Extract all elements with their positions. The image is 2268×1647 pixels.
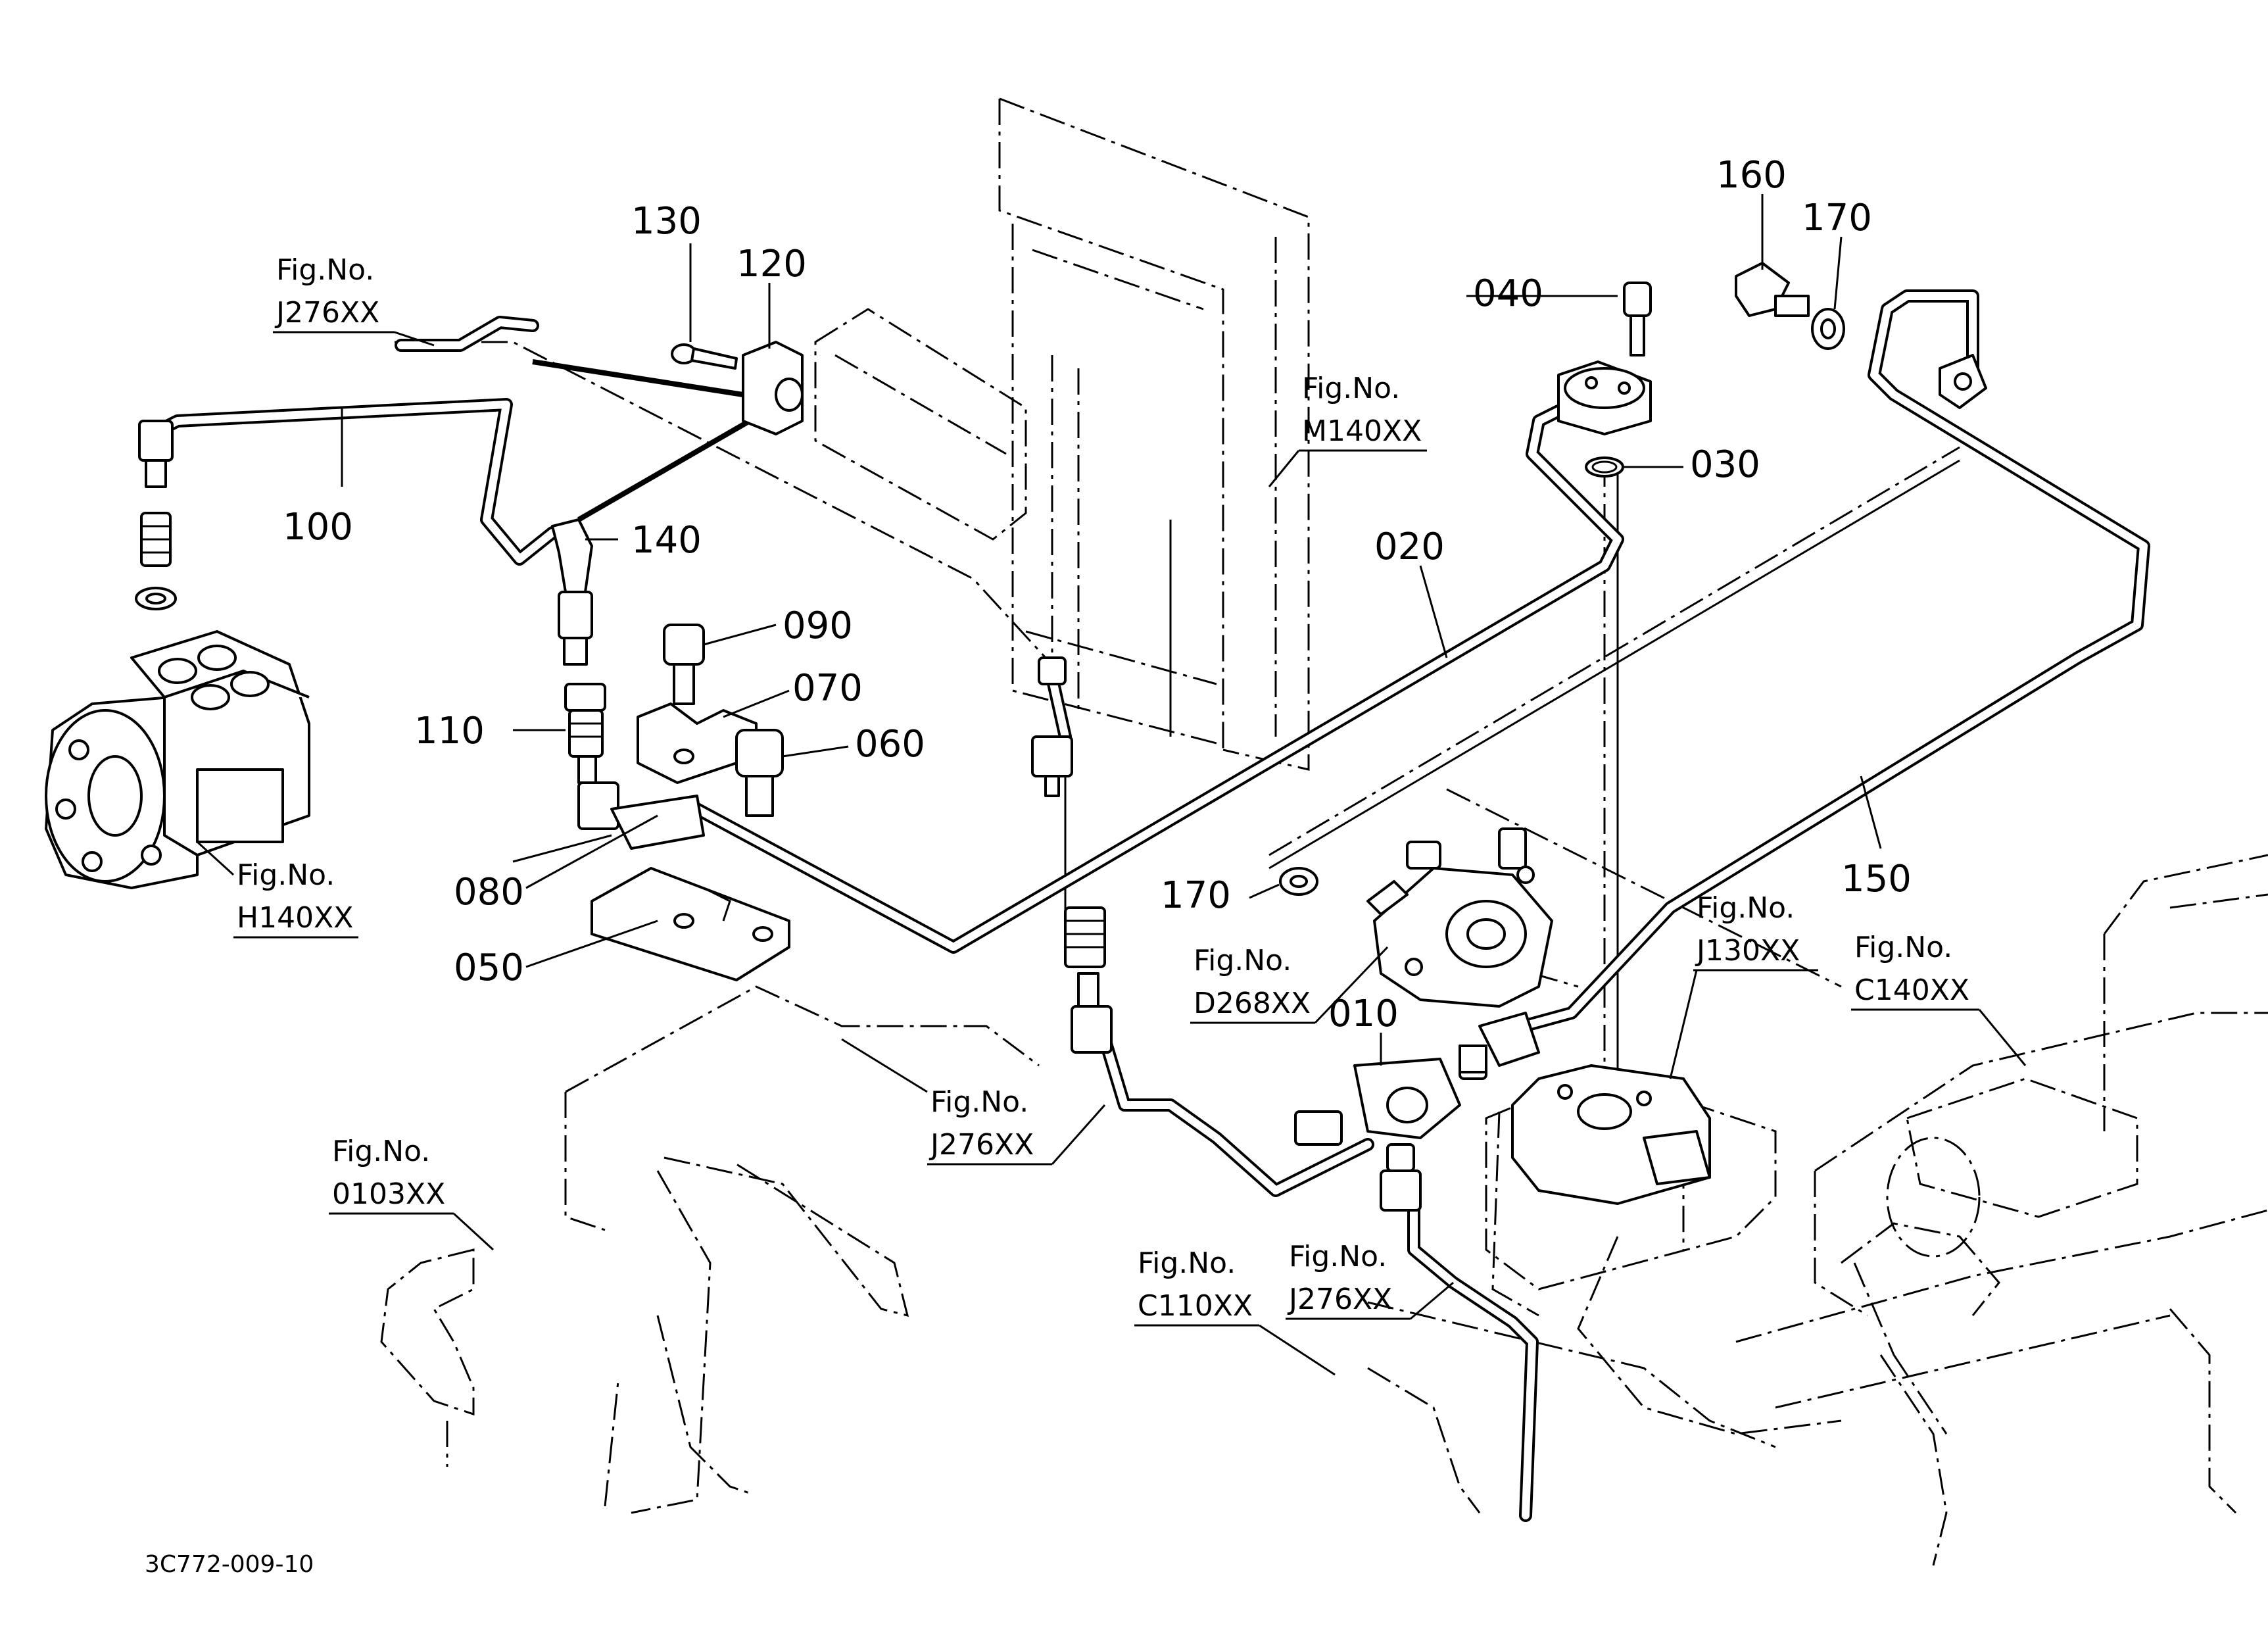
part-number: 090 bbox=[783, 604, 853, 647]
svg-text:J276XX: J276XX bbox=[929, 1128, 1034, 1162]
pump-block-j130 bbox=[1511, 1064, 1711, 1205]
svg-text:0103XX: 0103XX bbox=[332, 1177, 445, 1211]
bolt-040 bbox=[1623, 282, 1652, 356]
part-number: 140 bbox=[631, 519, 702, 562]
fig-ref-h140: Fig.No. H140XX bbox=[196, 841, 358, 939]
part-number: 020 bbox=[1374, 526, 1445, 568]
svg-text:M140XX: M140XX bbox=[1302, 414, 1422, 448]
part-number: 130 bbox=[631, 200, 702, 243]
svg-text:Fig.No.: Fig.No. bbox=[276, 253, 374, 287]
banjo-end-150 bbox=[1939, 354, 1987, 409]
part-number: 050 bbox=[454, 946, 524, 989]
fig-ref-j130: Fig.No. J130XX bbox=[1669, 891, 1818, 1079]
svg-text:Fig.No.: Fig.No. bbox=[332, 1135, 430, 1168]
clamp-070 bbox=[637, 702, 758, 784]
washer-170-upper bbox=[1811, 308, 1845, 350]
hose-end-080 bbox=[577, 781, 705, 850]
fitting-j276-upper bbox=[1031, 656, 1073, 797]
fitting-110 bbox=[564, 683, 606, 784]
part-number: 150 bbox=[1841, 858, 1912, 900]
svg-text:J276XX: J276XX bbox=[274, 296, 379, 330]
washer-170-lower bbox=[1279, 867, 1318, 896]
steering-valve bbox=[45, 630, 310, 889]
part-number: 040 bbox=[1473, 272, 1543, 315]
svg-text:J130XX: J130XX bbox=[1695, 934, 1800, 968]
fig-ref-j276-top: Fig.No. J276XX bbox=[273, 253, 435, 347]
svg-text:Fig.No.: Fig.No. bbox=[930, 1085, 1028, 1119]
part-number: 110 bbox=[414, 710, 485, 752]
fig-ref-j276-middle: Fig.No. J276XX bbox=[841, 1038, 1106, 1166]
part-number: 170 bbox=[1802, 197, 1872, 239]
figure-references: Fig.No. J276XX Fig.No. M140XX Fig.No. H1… bbox=[196, 253, 2027, 1376]
svg-text:C140XX: C140XX bbox=[1854, 973, 1969, 1007]
fitting-j276-lower bbox=[1064, 906, 1113, 1054]
part-number: 170 bbox=[1161, 874, 1231, 917]
tee-010 bbox=[1294, 1051, 1487, 1212]
part-number: 060 bbox=[855, 723, 925, 766]
elbow-140 bbox=[551, 518, 593, 666]
fitting-stack-left bbox=[135, 420, 177, 610]
svg-text:Fig.No.: Fig.No. bbox=[1697, 891, 1795, 925]
banjo-bolt-160 bbox=[1735, 262, 1810, 317]
plate-050 bbox=[591, 867, 790, 981]
svg-text:D268XX: D268XX bbox=[1194, 987, 1311, 1020]
part-number: 080 bbox=[454, 871, 524, 914]
fig-ref-d268: Fig.No. D268XX bbox=[1190, 944, 1389, 1024]
plug-090 bbox=[663, 624, 705, 705]
part-number: 030 bbox=[1690, 443, 1760, 486]
bolt-130 bbox=[671, 343, 738, 370]
svg-text:C110XX: C110XX bbox=[1138, 1289, 1253, 1323]
svg-text:Fig.No.: Fig.No. bbox=[1138, 1246, 1236, 1280]
part-number: 100 bbox=[283, 506, 353, 549]
part-number: 160 bbox=[1716, 154, 1787, 197]
svg-text:H140XX: H140XX bbox=[237, 901, 353, 935]
svg-text:Fig.No.: Fig.No. bbox=[1302, 372, 1400, 405]
fitting-150-lower bbox=[1459, 1012, 1540, 1073]
block-030 bbox=[1557, 360, 1652, 478]
svg-text:J276XX: J276XX bbox=[1287, 1283, 1392, 1316]
fig-ref-c110: Fig.No. C110XX bbox=[1134, 1246, 1336, 1376]
pipes bbox=[138, 289, 2150, 1522]
clamp-120 bbox=[742, 341, 804, 435]
pump-d268 bbox=[1366, 827, 1553, 1008]
part-number: 010 bbox=[1328, 993, 1399, 1035]
part-number: 120 bbox=[736, 243, 807, 285]
plug-060 bbox=[735, 729, 784, 817]
svg-text:Fig.No.: Fig.No. bbox=[1194, 944, 1291, 977]
svg-text:Fig.No.: Fig.No. bbox=[237, 858, 335, 892]
wire-harness bbox=[532, 359, 751, 522]
fig-ref-c140: Fig.No. C140XX bbox=[1851, 931, 2027, 1066]
label-leaders bbox=[341, 194, 1882, 1066]
fig-ref-0103: Fig.No. 0103XX bbox=[329, 1135, 495, 1251]
drawing-code: 3C772-009-10 bbox=[145, 1551, 314, 1578]
svg-text:Fig.No.: Fig.No. bbox=[1289, 1240, 1387, 1273]
part-number: 070 bbox=[792, 667, 863, 710]
fig-ref-j276-lower: Fig.No. J276XX bbox=[1286, 1240, 1454, 1320]
svg-text:Fig.No.: Fig.No. bbox=[1854, 931, 1952, 964]
fig-ref-m140: Fig.No. M140XX bbox=[1268, 372, 1427, 487]
reference-outlines bbox=[380, 97, 2268, 1566]
part-number-labels: 010 020 030 040 050 060 070 080 090 100 … bbox=[283, 154, 1912, 1035]
